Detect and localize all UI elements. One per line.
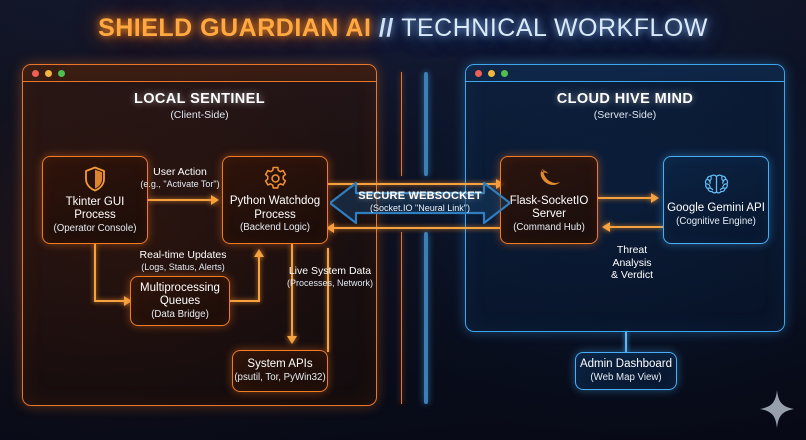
edge-panel-to-admin-line [625,332,627,353]
edge-flask-to-watchdog-line [334,227,500,229]
edge-label-realtime-updates: Real-time Updates (Logs, Status, Alerts) [139,249,227,272]
edge-user-action-line [148,199,212,201]
edge-user-action-arrowhead [211,195,219,205]
node-system-apis[interactable]: System APIs (psutil, Tor, PyWin32) [232,350,328,392]
window-chrome-right [466,65,784,82]
node-sublabel: (Cognitive Engine) [676,215,756,227]
node-tkinter-gui-process[interactable]: Tkinter GUI Process (Operator Console) [42,156,148,244]
node-admin-dashboard[interactable]: Admin Dashboard (Web Map View) [575,352,677,390]
edge-watchdog-to-sysapi-arrowhead [287,336,297,344]
node-sublabel: (Web Map View) [590,371,662,383]
edge-queues-to-watchdog-arrowhead [254,249,264,257]
node-label-line1: Multiprocessing [140,281,220,294]
edge-flask-to-gemini-arrowhead [651,193,659,203]
divider-blue-bottom [424,232,428,404]
edge-flask-to-gemini-line [598,197,652,199]
node-google-gemini-api[interactable]: Google Gemini API (Cognitive Engine) [663,156,769,244]
panel-right-title: CLOUD HIVE MIND [556,91,694,107]
sparkle-icon [760,390,794,428]
title-secondary: TECHNICAL WORKFLOW [401,14,708,42]
node-label-line2: Server [532,208,566,220]
window-maximize-dot[interactable] [58,70,65,77]
node-sublabel: (Command Hub) [513,221,585,233]
node-sublabel: (Backend Logic) [239,222,310,233]
panel-left-subtitle: (Client-Side) [170,109,229,121]
divider-blue-top [424,72,428,176]
brain-icon [703,172,730,198]
panel-left-title: LOCAL SENTINEL [133,91,265,107]
edge-realtime-horizontal [94,300,126,302]
node-sublabel: (psutil, Tor, PyWin32) [234,371,326,383]
websocket-double-arrow-icon [330,181,510,225]
edge-gemini-to-flask-line [610,226,663,228]
node-multiprocessing-queues[interactable]: Multiprocessing Queues (Data Bridge) [130,276,230,326]
window-controls-right [475,70,508,77]
node-flask-socketio-server[interactable]: Flask-SocketIO Server (Command Hub) [500,156,598,244]
edge-realtime-arrowhead [124,296,132,306]
edge-watchdog-to-flask-line [328,183,504,185]
divider-orange-bottom [401,232,403,404]
shield-icon [84,166,106,192]
divider-orange-top [401,72,403,176]
node-label-line1: Tkinter GUI [65,195,125,208]
edge-queues-to-watchdog-horizontal [230,300,260,302]
flask-icon [534,167,564,191]
gear-icon [263,166,288,191]
window-minimize-dot[interactable] [45,70,52,77]
secure-websocket-connector: SECURE WEBSOCKET (Socket.IO "Neural Link… [330,177,510,229]
node-label-line1: System APIs [247,358,313,371]
edge-label-user-action: User Action (e.g., "Activate Tor") [140,166,220,189]
node-label-line2: Process [254,208,296,221]
edge-live-system-data-vertical [327,248,329,352]
node-sublabel: (Operator Console) [53,222,137,234]
panel-right-subtitle: (Server-Side) [593,109,657,121]
title-main: SHIELD GUARDIAN AI [98,14,372,42]
node-label-line1: Flask-SocketIO [509,194,589,207]
edge-queues-to-watchdog-vertical [258,256,260,301]
node-sublabel: (Data Bridge) [151,308,209,320]
edge-realtime-vertical [94,244,96,301]
title-separator: // [378,14,394,42]
window-controls-left [32,70,65,77]
window-maximize-dot[interactable] [501,70,508,77]
edge-label-live-system-data: Live System Data (Processes, Network) [286,265,374,288]
node-label-line2: Process [74,209,116,221]
node-label-line2: Queues [159,295,201,307]
window-close-dot[interactable] [32,70,39,77]
window-chrome-left [23,65,376,82]
edge-watchdog-to-sysapi-vertical [291,244,293,338]
node-label-line1: Admin Dashboard [579,358,673,371]
edge-gemini-to-flask-arrowhead [602,222,610,232]
edge-flask-to-watchdog-arrowhead [326,223,334,233]
window-close-dot[interactable] [475,70,482,77]
window-minimize-dot[interactable] [488,70,495,77]
node-python-watchdog-process[interactable]: Python Watchdog Process (Backend Logic) [222,156,328,244]
node-label-line1: Google Gemini API [667,202,765,215]
node-label-line1: Python Watchdog [229,195,321,207]
edge-label-threat-verdict: Threat Analysis & Verdict [610,244,654,281]
page-title: SHIELD GUARDIAN AI // TECHNICAL WORKFLOW [0,14,806,43]
